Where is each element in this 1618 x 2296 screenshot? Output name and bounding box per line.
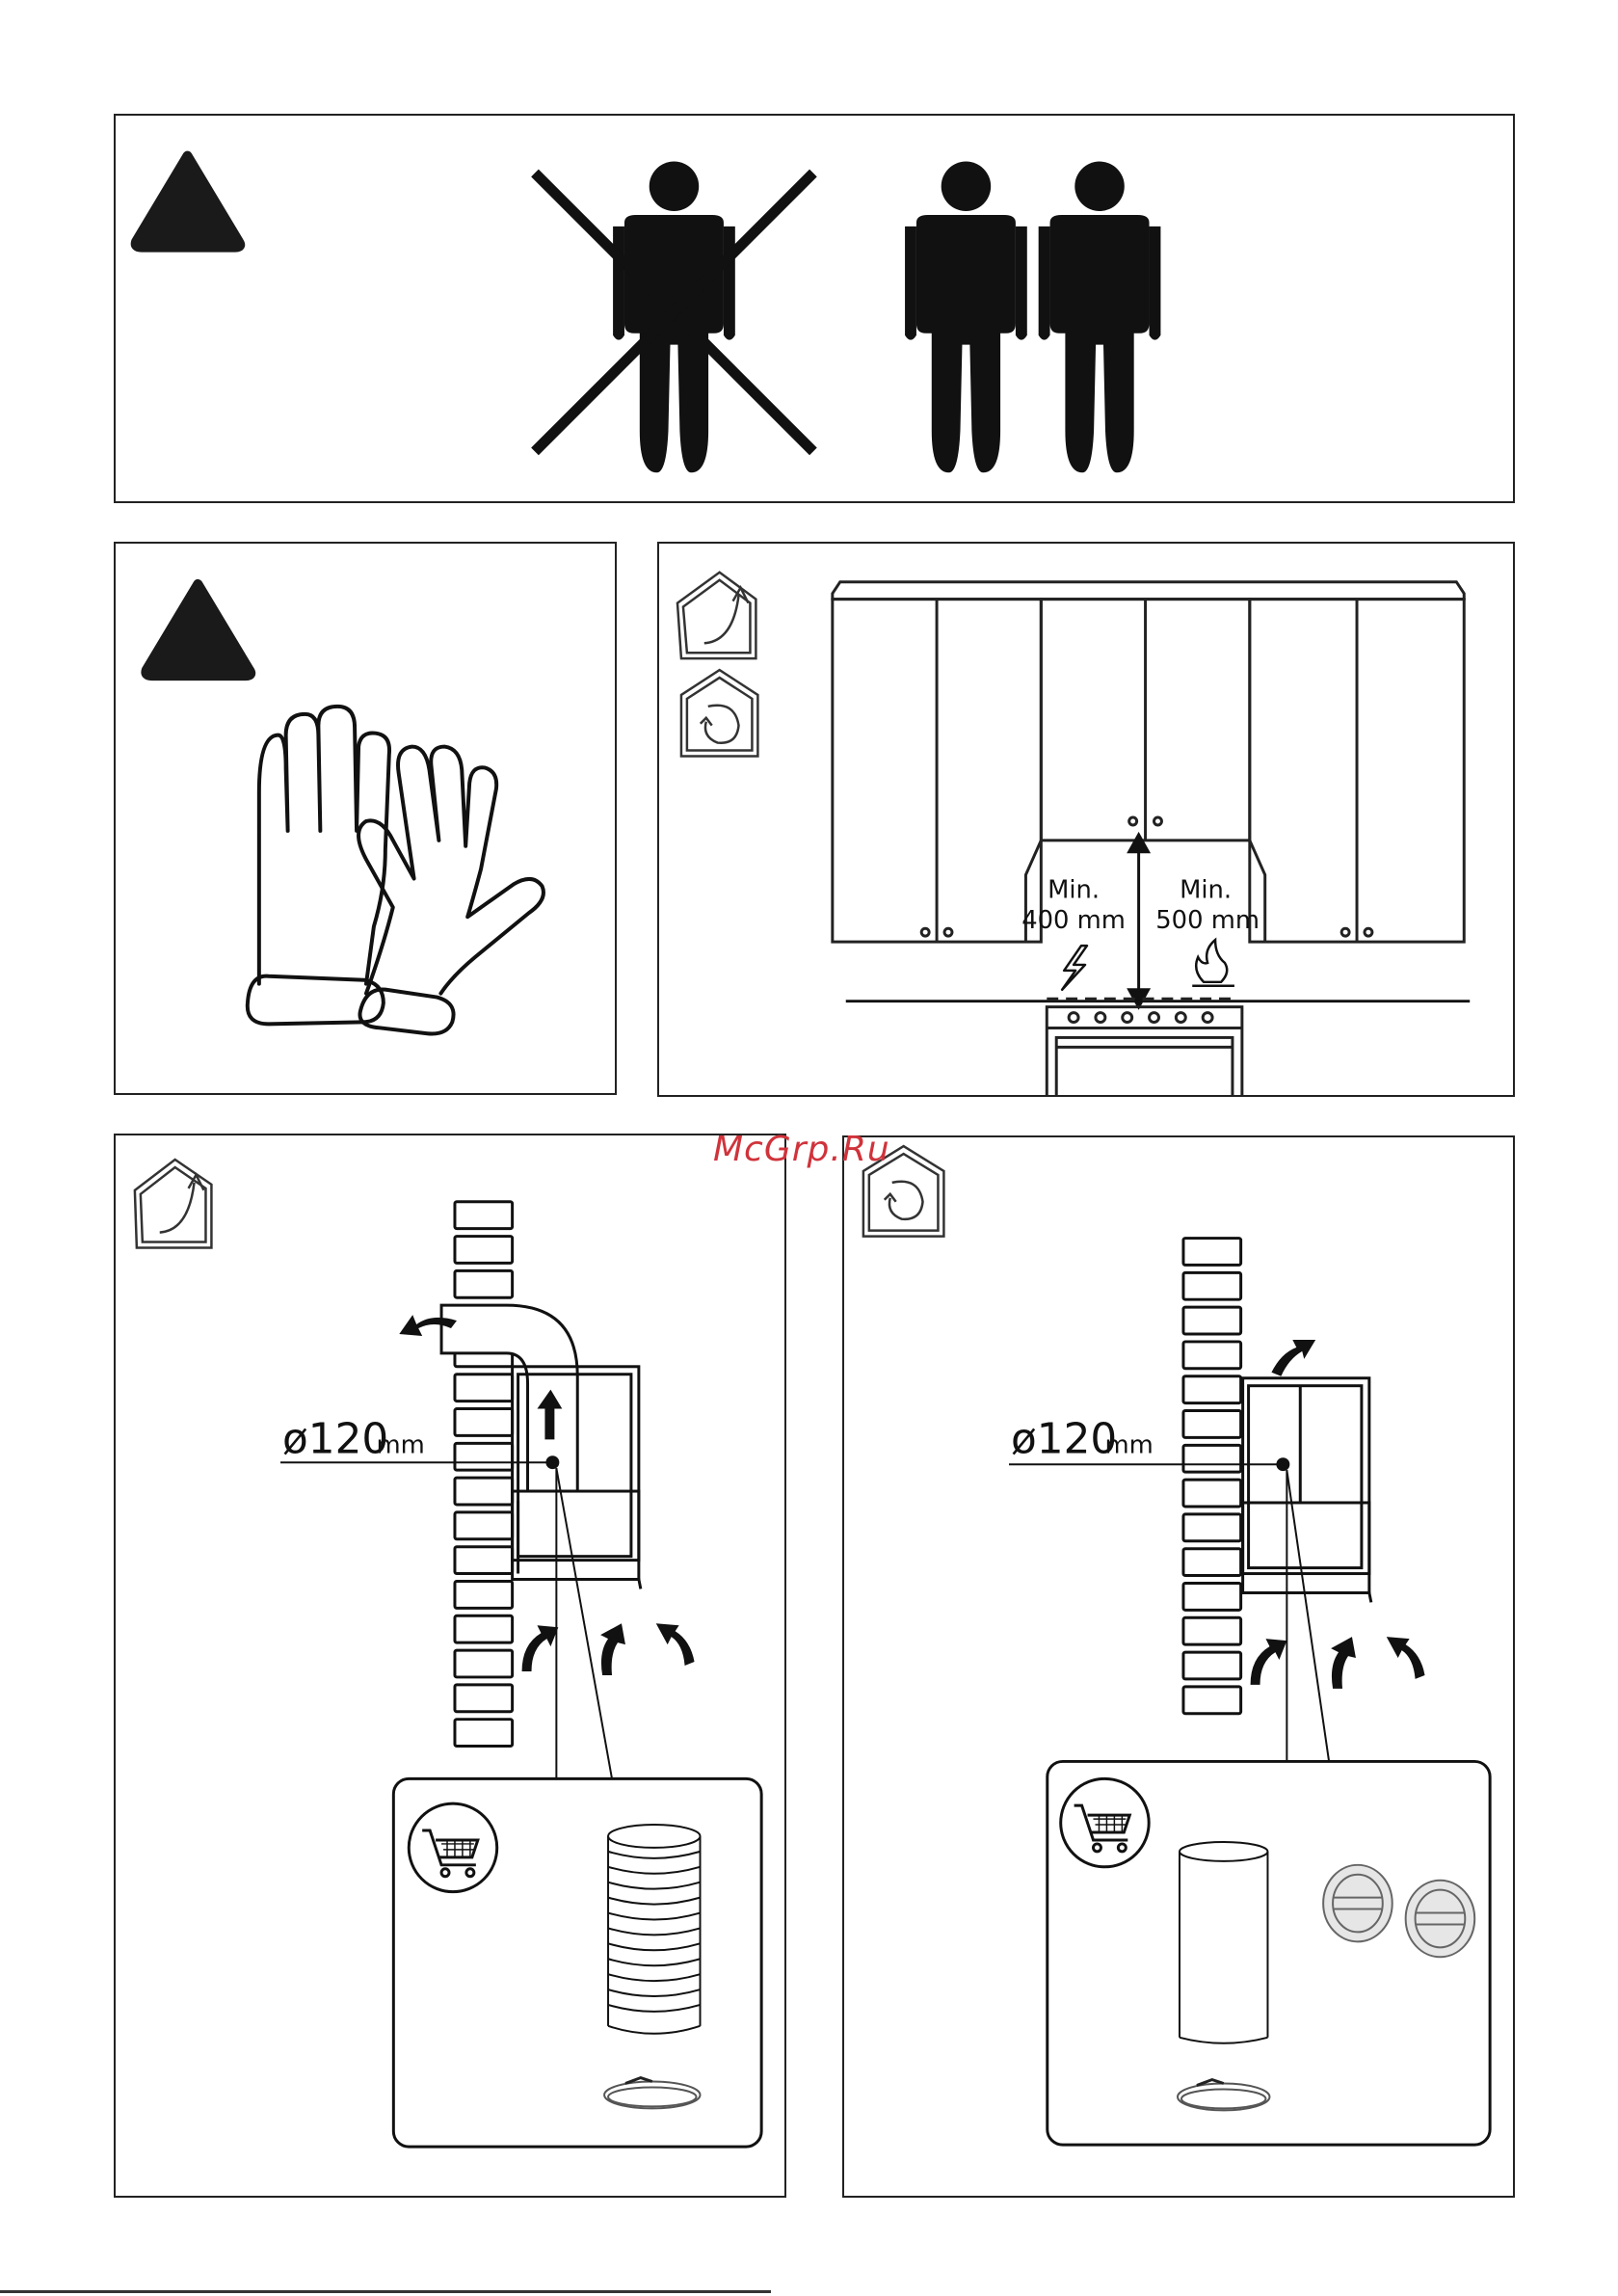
wall-cabinet-and-hood <box>1243 1378 1371 1603</box>
ducted-installation-figure: ø120 mm <box>116 1135 784 2196</box>
brick-wall <box>455 1202 513 1747</box>
duct-diameter-unit: mm <box>1104 1430 1153 1459</box>
cooker <box>1047 1000 1242 1095</box>
watermark: McGrp.Ru <box>713 1130 890 1169</box>
two-person-warning-panel <box>114 114 1515 503</box>
clearance-arrow <box>1129 835 1149 1007</box>
outlet-arrow <box>1271 1340 1315 1376</box>
two-person-figure <box>116 116 1513 501</box>
duct-diameter-unit: mm <box>376 1430 424 1459</box>
duct-diameter-value: ø120 <box>282 1414 388 1463</box>
electric-min-label: Min. <box>1048 875 1100 904</box>
ducted-installation-panel: ø120 mm <box>114 1134 786 2198</box>
gas-min-label: Min. <box>1180 875 1232 904</box>
gloves-warning-panel <box>114 542 617 1095</box>
recirculating-mode-icon <box>681 670 757 756</box>
duct-center-dot <box>1276 1457 1289 1471</box>
gas-flame-icon <box>1192 940 1234 986</box>
gloves-icon <box>248 707 544 1034</box>
intake-arrows <box>522 1623 695 1675</box>
recirculating-installation-figure: ø120 mm <box>844 1137 1513 2196</box>
clearance-panel: Min. 400 mm Min. 500 mm <box>657 542 1515 1097</box>
gloves-figure <box>116 544 615 1093</box>
electric-icon <box>1062 946 1087 990</box>
accessories-box <box>393 1778 761 2147</box>
warning-icon <box>146 584 251 676</box>
wall-cabinets <box>833 582 1464 942</box>
leader-lines <box>556 1468 612 1778</box>
ducted-mode-icon <box>677 573 756 658</box>
kitchen-clearance-figure: Min. 400 mm Min. 500 mm <box>659 544 1513 1095</box>
brick-wall <box>1183 1239 1241 1714</box>
bottom-rule <box>0 2290 771 2293</box>
electric-min-value: 400 mm <box>1021 906 1126 935</box>
duct-center-dot <box>545 1455 559 1469</box>
ducted-mode-icon <box>135 1160 212 1247</box>
two-persons-icon <box>905 162 1160 473</box>
gas-min-value: 500 mm <box>1155 906 1260 935</box>
duct-diameter-value: ø120 <box>1011 1414 1117 1463</box>
intake-arrows <box>1251 1637 1425 1689</box>
leader-lines <box>1286 1470 1329 1761</box>
warning-icon <box>136 156 241 248</box>
recirculating-installation-panel: ø120 mm <box>842 1135 1515 2198</box>
